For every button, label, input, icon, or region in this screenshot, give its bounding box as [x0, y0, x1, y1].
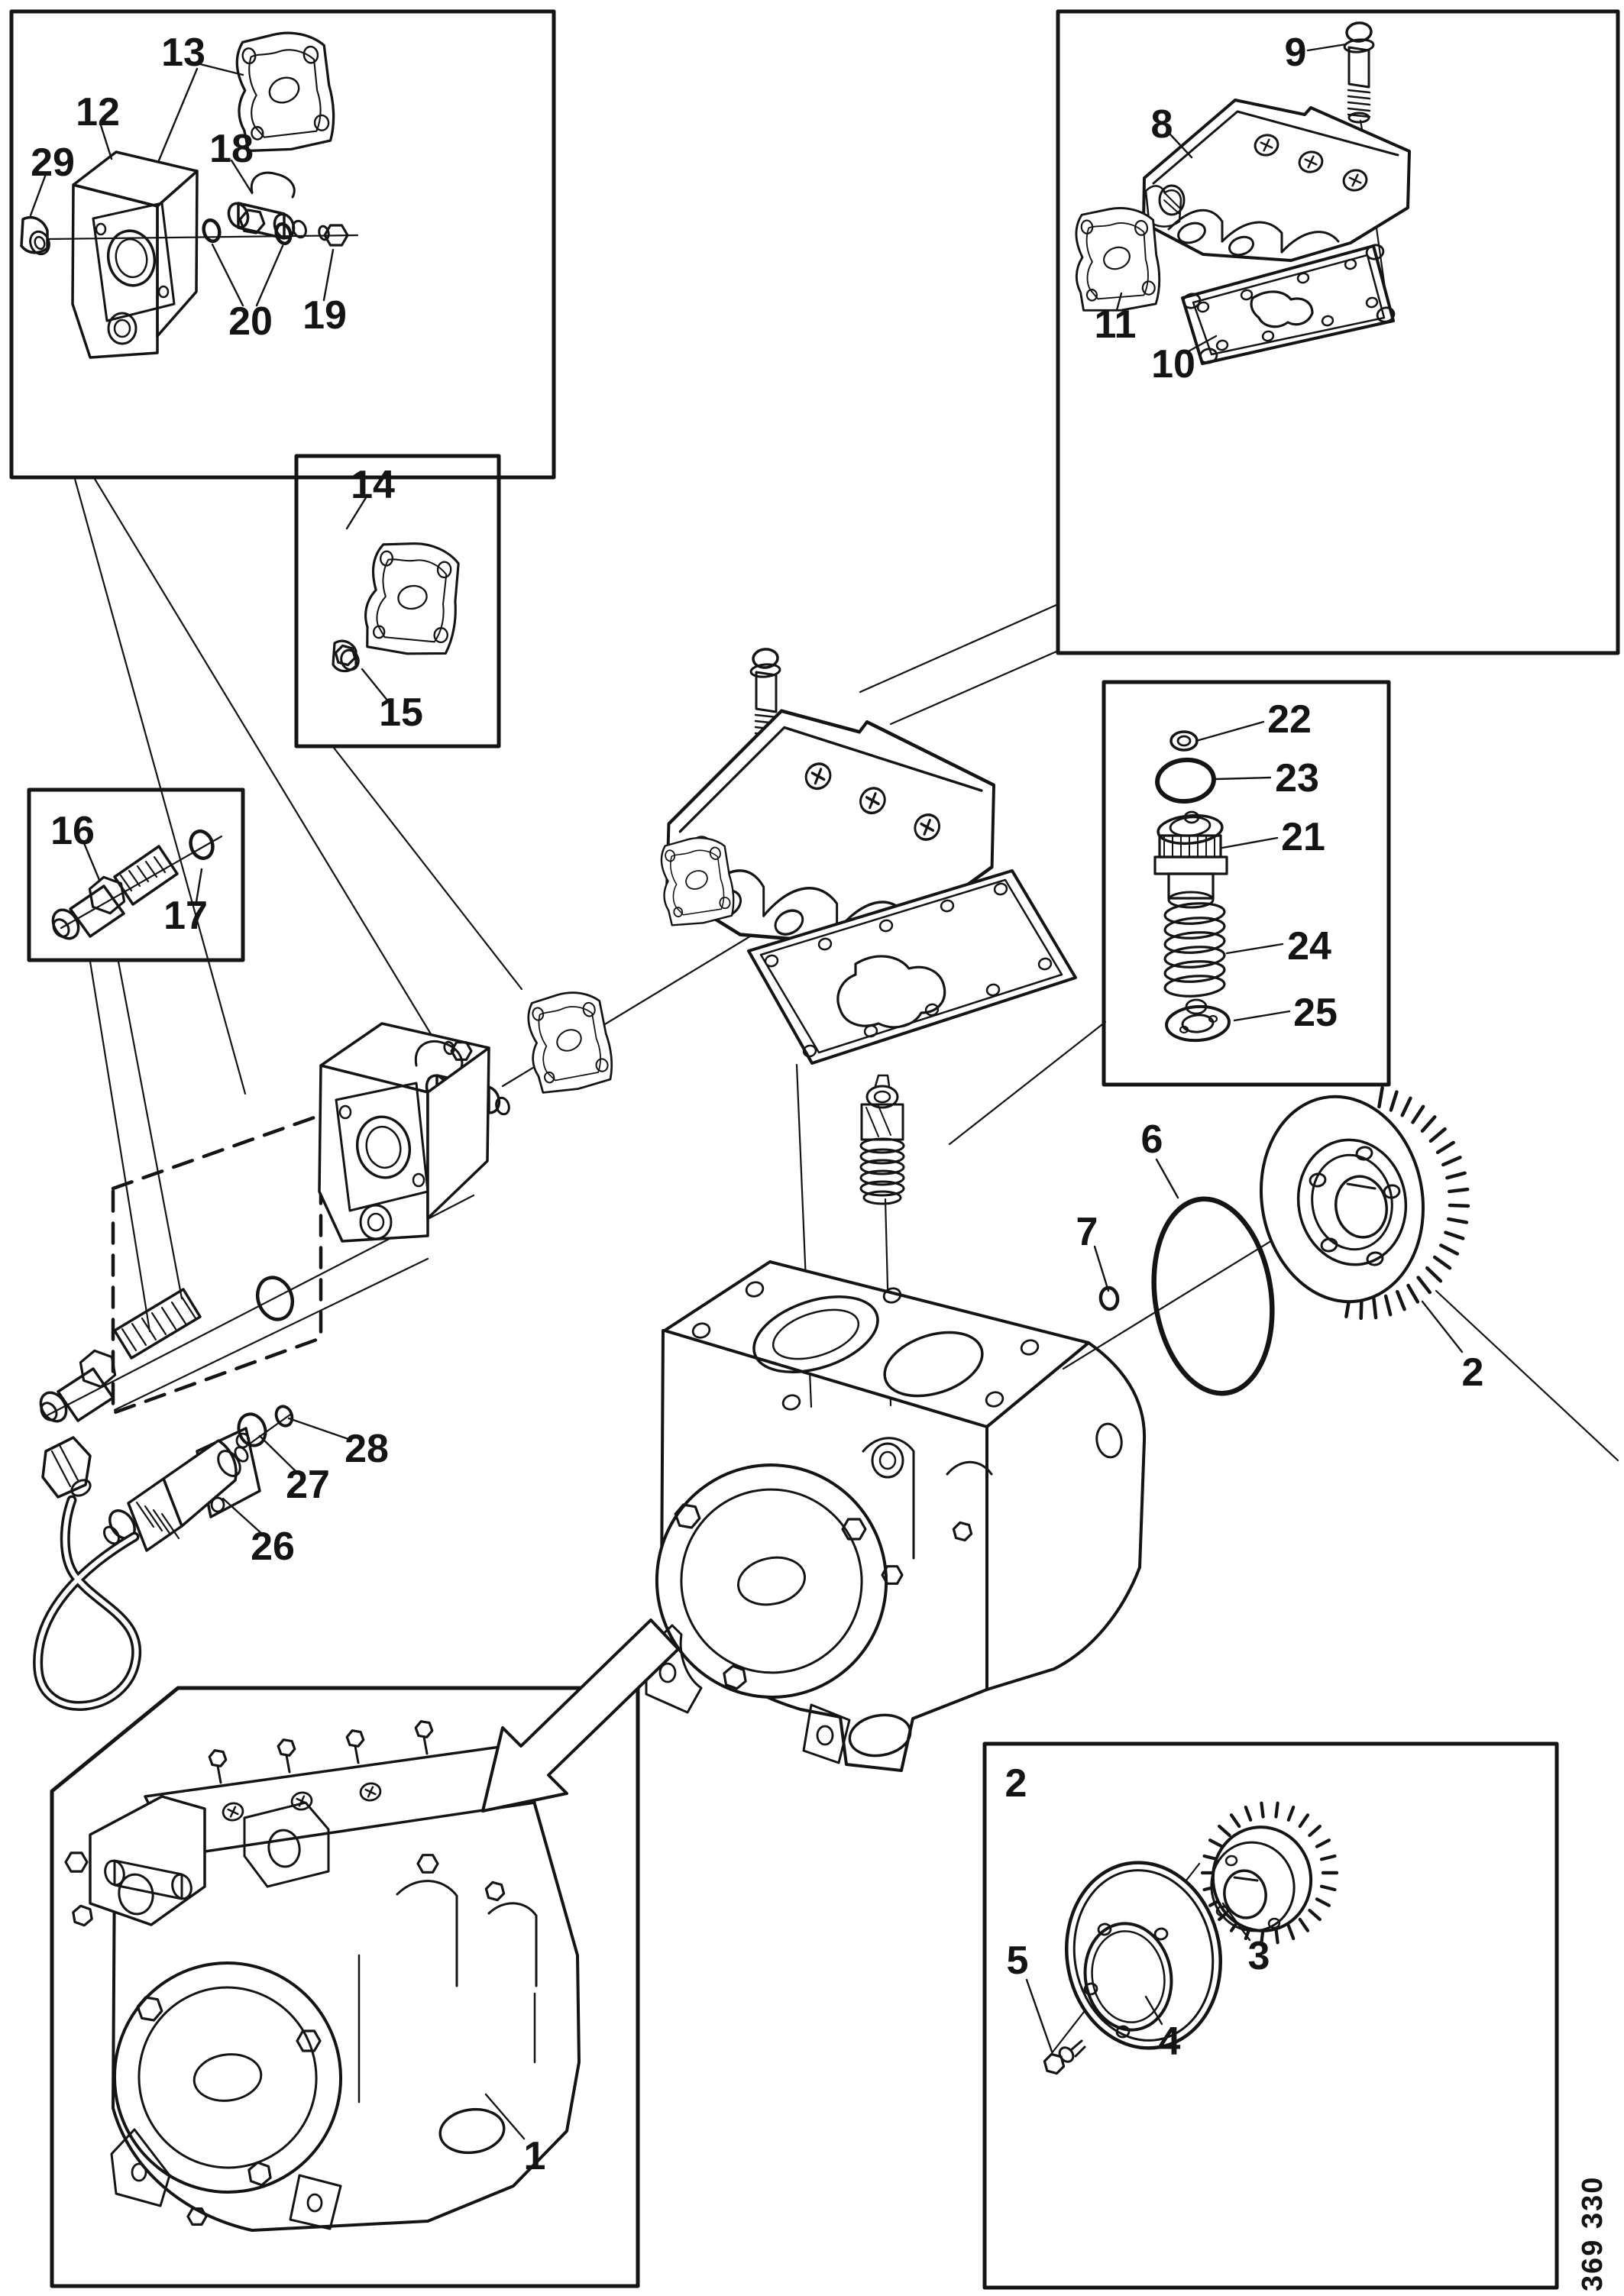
callout-7: 7	[1076, 1210, 1098, 1254]
callout-29: 29	[31, 141, 75, 185]
callout-14: 14	[351, 463, 395, 507]
detail-box-pressure-valve	[27, 787, 245, 962]
callout-13: 13	[161, 31, 205, 75]
callout-6: 6	[1141, 1117, 1163, 1162]
callout-19: 19	[302, 293, 347, 338]
detail-box-valve-housing	[9, 9, 556, 480]
pump-assembly-sketch	[64, 1720, 581, 2232]
callout-24: 24	[1287, 924, 1331, 969]
callout-27: 27	[286, 1463, 330, 1507]
detail-box-gear-set	[982, 1741, 1559, 2290]
callout-25: 25	[1293, 991, 1338, 1035]
callout-1: 1	[524, 2134, 546, 2178]
callout-15: 15	[379, 690, 423, 735]
callout-23: 23	[1275, 756, 1319, 800]
callout-20: 20	[228, 299, 273, 344]
callout-11: 11	[1095, 302, 1137, 347]
callout-22: 22	[1267, 697, 1312, 742]
callout-3: 3	[1248, 1934, 1270, 1978]
callout-5: 5	[1007, 1939, 1029, 1983]
phantom-mounting-panel	[111, 1113, 323, 1415]
pressure-valve-detail-sketch	[51, 829, 215, 940]
detail-box-cover	[1056, 9, 1620, 655]
callout-21: 21	[1281, 815, 1325, 859]
gear-coupling-sketch	[1098, 1086, 1470, 1396]
detail-box-overflow-valve	[1102, 680, 1391, 1087]
callout-16: 16	[50, 809, 95, 853]
pump-body-sketch	[645, 1260, 1147, 1772]
callout-18: 18	[209, 127, 254, 171]
callout-26: 26	[251, 1525, 295, 1569]
detail-boxes	[9, 9, 1620, 2290]
callout-17: 17	[163, 894, 208, 938]
shutoff-solenoid-sketch	[33, 1405, 294, 1711]
detail-box-pump-assembly	[50, 1686, 640, 2288]
cover-detail-sketch	[1075, 21, 1411, 365]
callout-10: 10	[1151, 342, 1195, 386]
callout-8: 8	[1151, 102, 1173, 147]
gasket-plug-detail-sketch	[332, 542, 460, 673]
callout-9: 9	[1285, 31, 1307, 75]
center-head-assembly-sketch	[660, 648, 1077, 1205]
callout-4: 4	[1159, 2020, 1181, 2064]
installed-valve-housing-sketch	[39, 991, 613, 1423]
callout-2: 2	[1462, 1350, 1484, 1395]
detail-arrow	[481, 1619, 680, 1813]
detail-box-gasket-plug	[294, 454, 501, 749]
gear-set-detail-sketch	[1043, 1801, 1339, 2075]
callout-2: 2	[1005, 1761, 1027, 1806]
callout-12: 12	[76, 90, 120, 134]
valve-housing-detail-sketch	[20, 31, 349, 359]
callout-28: 28	[345, 1427, 389, 1471]
